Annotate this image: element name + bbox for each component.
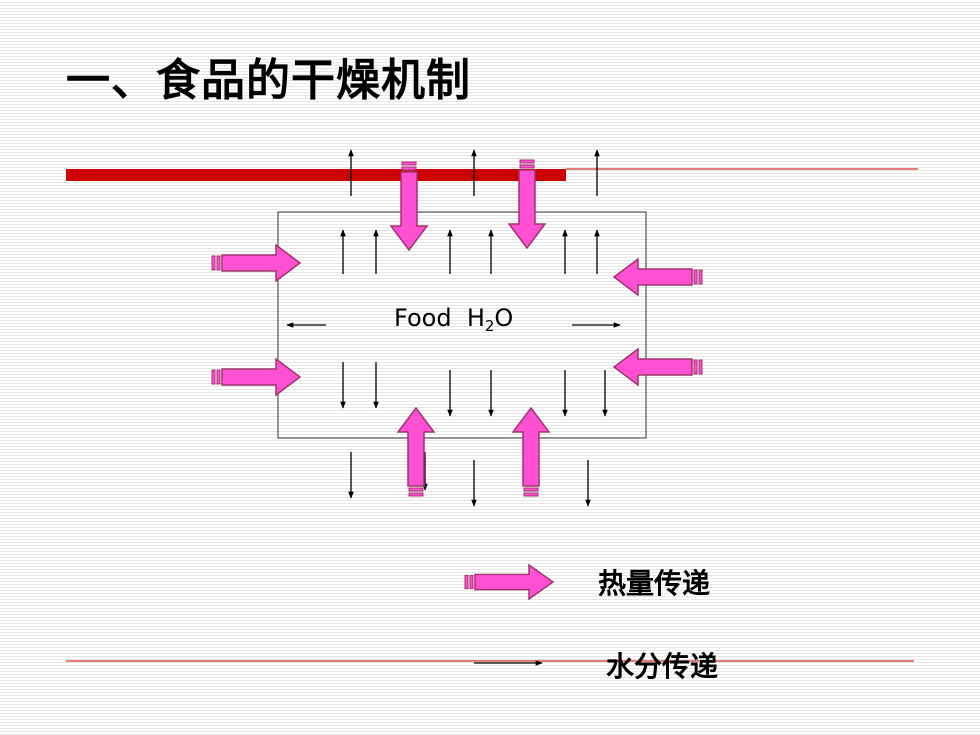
- heat-arrow-right-bottom: [613, 348, 703, 386]
- water-arrows-top-outside: [348, 149, 600, 196]
- legend-heat-label: 热量传递: [598, 567, 711, 600]
- water-formula-subscript: 2: [484, 317, 495, 335]
- water-formula-suffix: O: [494, 304, 514, 332]
- heat-arrow-left-bottom: [211, 358, 301, 396]
- legend-water-label: 水分传递: [606, 650, 719, 683]
- heat-arrow-left-top: [211, 244, 301, 282]
- water-arrows-bottom-outside: [348, 452, 591, 507]
- slide-title: 一、食品的干燥机制: [66, 55, 471, 106]
- water-formula-base: H: [466, 304, 485, 332]
- water-arrows-top-inside: [340, 229, 600, 274]
- heat-arrow-bottom-right: [512, 407, 550, 497]
- legend-heat-arrow-icon: [464, 564, 554, 600]
- heat-arrow-right-top: [613, 258, 703, 296]
- food-water-label: Food H2O: [394, 304, 513, 335]
- food-word: Food: [394, 304, 452, 332]
- title-accent-bar: [66, 169, 566, 181]
- heat-arrow-bottom-left: [397, 407, 435, 497]
- food-box: [277, 211, 647, 439]
- water-arrows-bottom-inside: [340, 362, 608, 417]
